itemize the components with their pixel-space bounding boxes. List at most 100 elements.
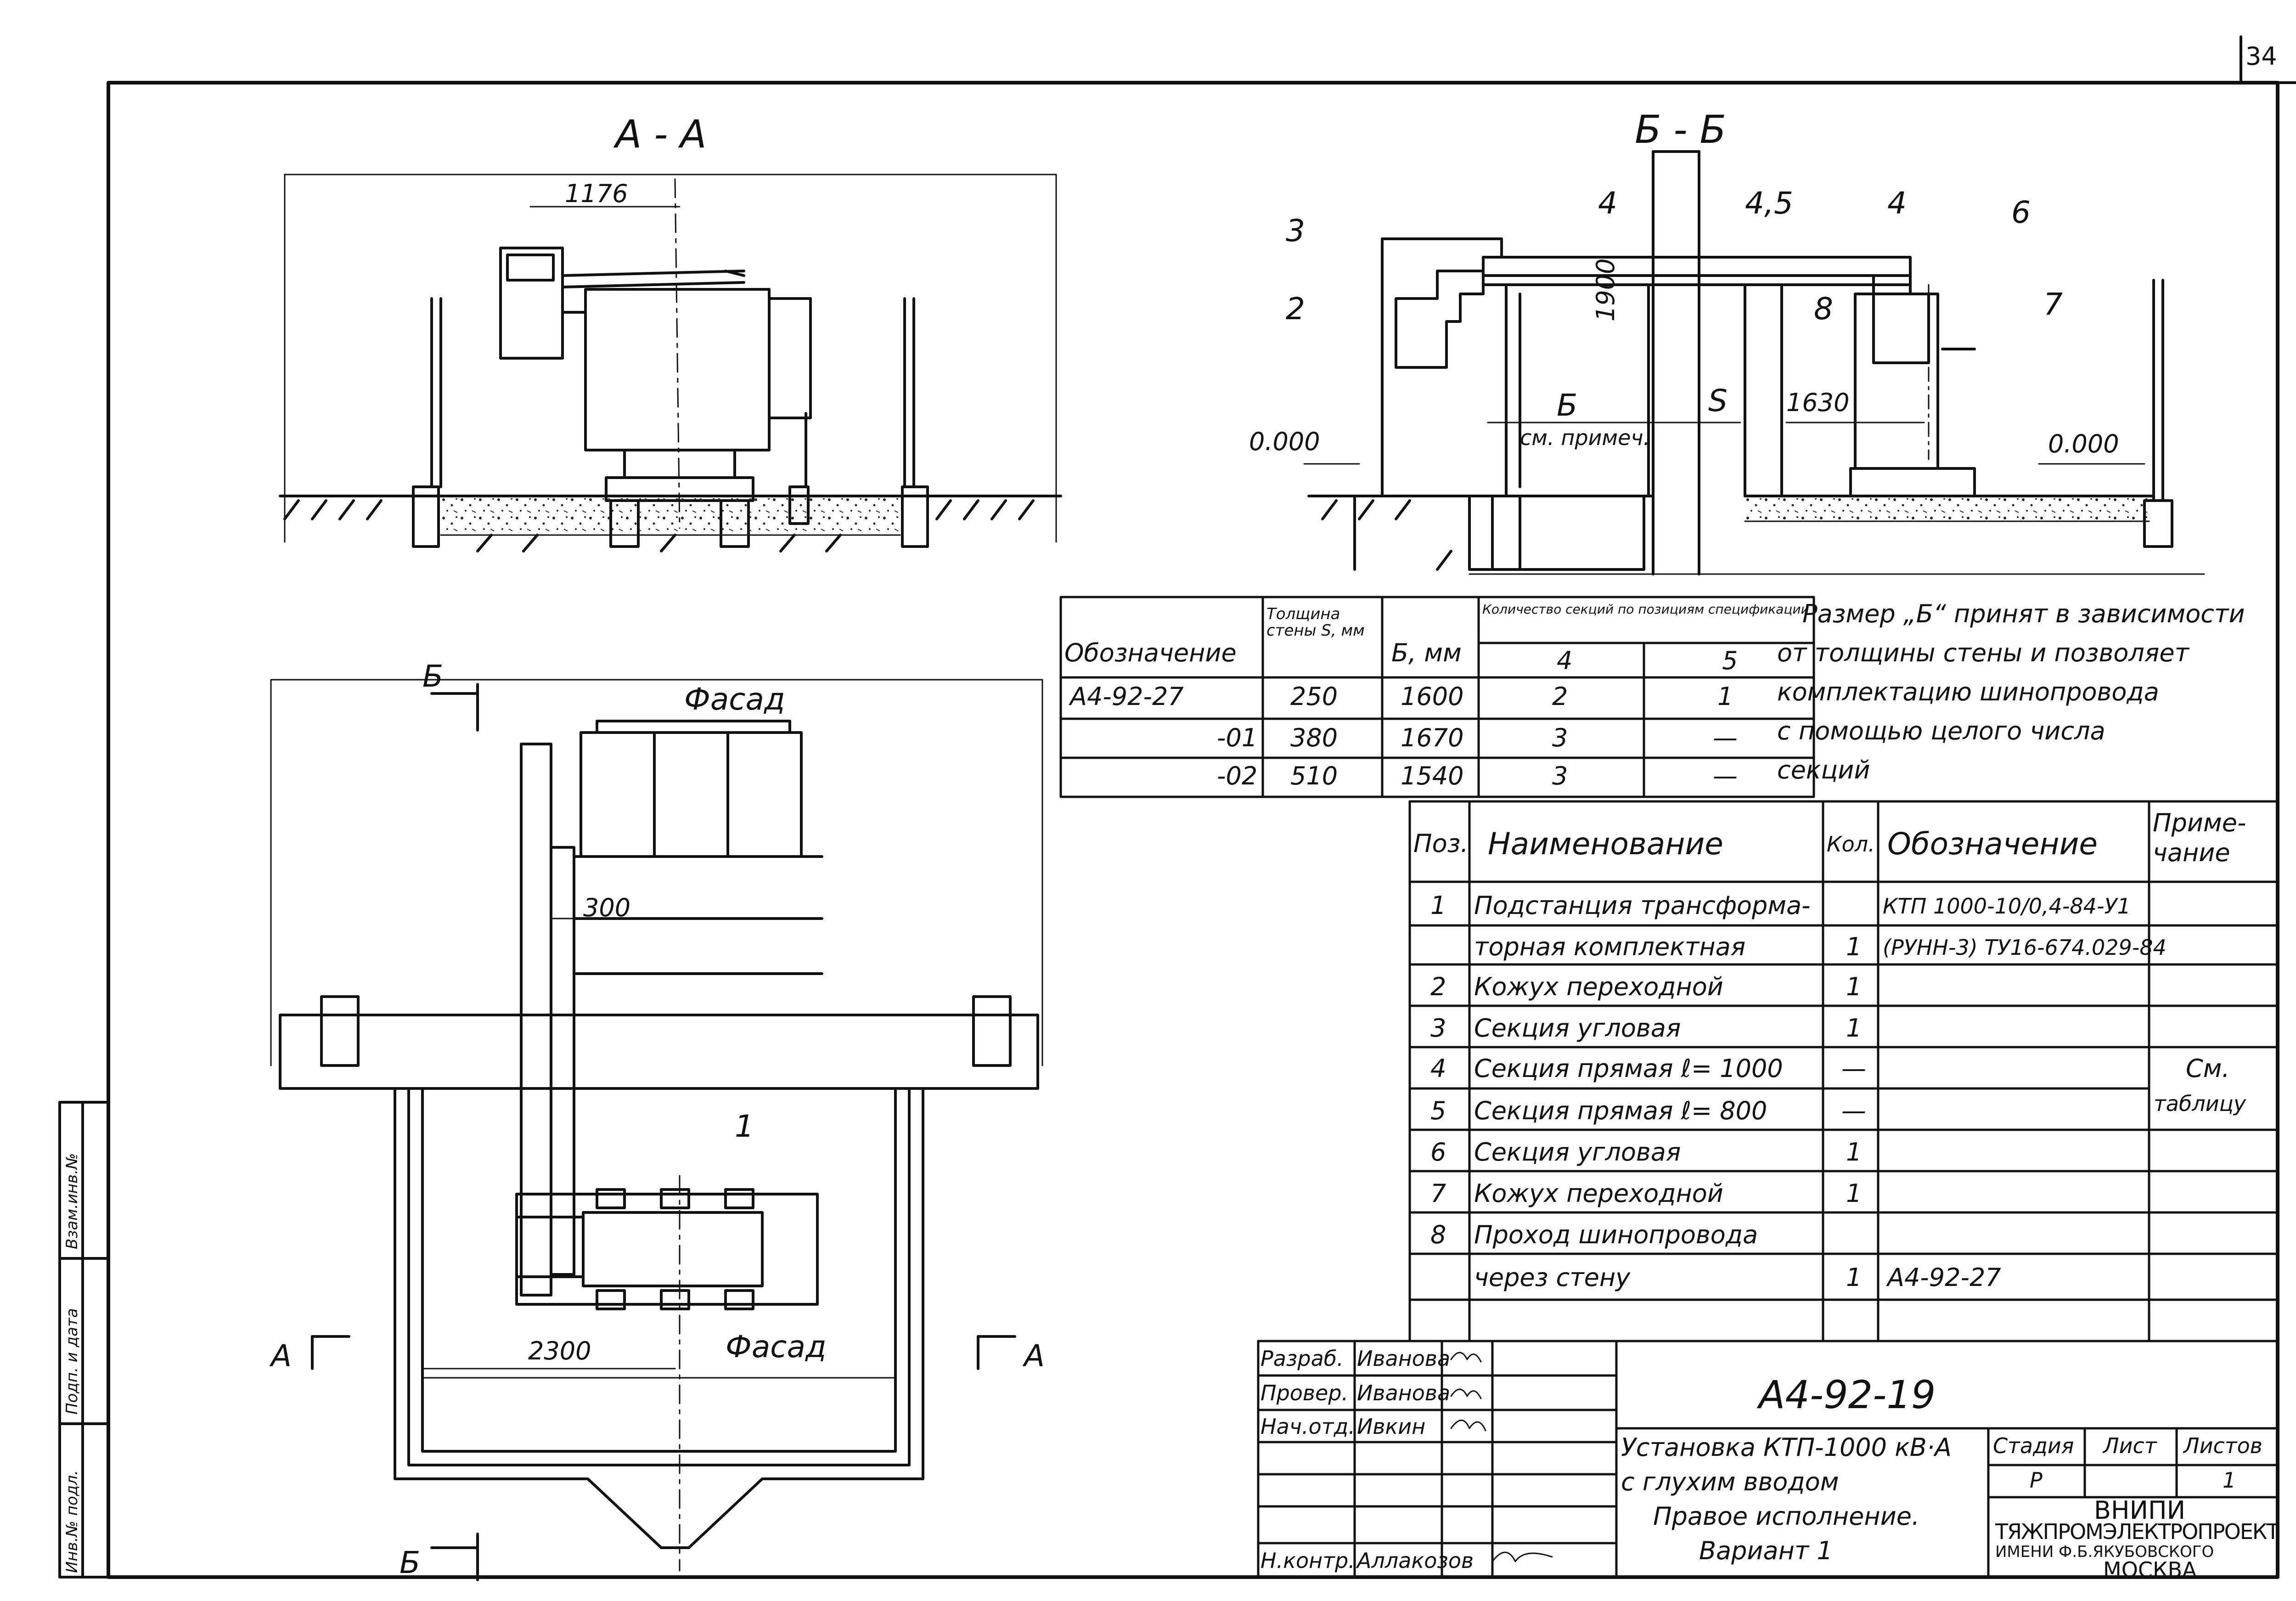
tb-name: Иванова: [1357, 1346, 1451, 1371]
facade-label-top: Фасад: [684, 682, 785, 717]
title-block-grid: [1257, 1340, 2279, 1578]
org-line: ВНИПИ: [2094, 1496, 2186, 1525]
doc-title-line: Вариант 1: [1699, 1536, 1833, 1565]
wall-table-h-b: Б, мм: [1391, 638, 1462, 667]
spec-row-qty: 1: [1846, 1138, 1862, 1167]
spec-h-pos: Поз.: [1413, 829, 1469, 858]
plan-view: [270, 679, 1043, 1581]
side-stamp-label: Взам.инв.№: [63, 1153, 81, 1249]
spec-row-name: Секция прямая ℓ= 800: [1474, 1096, 1767, 1125]
org-line: МОСКВА: [2103, 1557, 2197, 1582]
spec-row-name: Секция угловая: [1474, 1014, 1681, 1043]
doc-title-line: Установка КТП-1000 кВ·А: [1621, 1433, 1952, 1462]
tb-name: Иванова: [1357, 1381, 1451, 1405]
spec-row-note: См.: [2186, 1054, 2230, 1083]
spec-row-note: таблицу: [2154, 1091, 2246, 1116]
wall-row-designation: А4-92-27: [1070, 682, 1184, 711]
dim-b: Б: [1557, 388, 1578, 423]
spec-row-pos: 4: [1430, 1054, 1446, 1083]
tb-name: Аллакозов: [1357, 1548, 1474, 1573]
spec-row-name: через стену: [1474, 1263, 1631, 1292]
callout-45: 4,5: [1745, 186, 1793, 221]
spec-row-pos: 2: [1430, 972, 1446, 1001]
wall-row-q4: 3: [1552, 761, 1568, 790]
note-line: секций: [1777, 755, 1870, 784]
spec-row-pos: 1: [1430, 891, 1446, 920]
spec-row-name: торная комплектная: [1474, 932, 1746, 961]
spec-row-name: Кожух переходной: [1474, 1179, 1723, 1208]
doc-title-line: Правое исполнение.: [1653, 1502, 1920, 1531]
dim-300: 300: [583, 893, 631, 922]
tb-sheets-label: Листов: [2183, 1433, 2262, 1458]
wall-row-q4: 3: [1552, 723, 1568, 752]
tb-sheets: 1: [2223, 1468, 2236, 1493]
callout-6: 6: [2011, 195, 2031, 230]
wall-row-q5: 1: [1717, 682, 1733, 711]
callout-8: 8: [1814, 291, 1833, 327]
dim-1630: 1630: [1786, 388, 1850, 417]
tb-stage-label: Стадия: [1993, 1433, 2074, 1458]
spec-table-grid: [1408, 800, 2279, 1342]
section-marker-b-bottom: Б: [400, 1545, 421, 1580]
tb-name: Ивкин: [1357, 1414, 1426, 1439]
spec-h-note: Приме-чание: [2153, 808, 2246, 867]
section-bb-view: [1303, 150, 2205, 575]
note-line: с помощью целого числа: [1777, 716, 2105, 745]
spec-row-designation: А4-92-27: [1887, 1263, 2001, 1292]
wall-row-s: 510: [1290, 761, 1338, 790]
spec-row-qty: —: [1841, 1054, 1866, 1083]
spec-row-name: Кожух переходной: [1474, 972, 1723, 1001]
wall-row-b: 1600: [1401, 682, 1464, 711]
callout-2: 2: [1286, 291, 1305, 327]
wall-row-q4: 2: [1552, 682, 1568, 711]
spec-row-name: Секция прямая ℓ= 1000: [1474, 1054, 1783, 1083]
section-aa-title: А - А: [615, 112, 707, 157]
section-marker-b-top: Б: [422, 659, 444, 694]
callout-3: 3: [1286, 213, 1305, 248]
spec-row-qty: 1: [1846, 972, 1862, 1001]
wall-row-q5: —: [1713, 723, 1738, 752]
wall-table-h-qty: Количество секций по позициям спецификац…: [1482, 602, 1809, 617]
wall-row-q5: —: [1713, 761, 1738, 790]
dim-b-note: см. примеч.: [1520, 425, 1650, 450]
tb-role: Нач.отд.: [1261, 1414, 1355, 1439]
dim-1900: 1900: [1591, 258, 1620, 321]
wall-table-grid: [1059, 596, 1815, 798]
spec-h-qty: Кол.: [1827, 832, 1875, 857]
callout-pos1: 1: [735, 1109, 754, 1144]
doc-title-line: с глухим вводом: [1621, 1467, 1839, 1496]
dim-s: S: [1708, 383, 1728, 418]
spec-h-designation: Обозначение: [1887, 826, 2098, 862]
wall-row-designation: -02: [1217, 761, 1258, 790]
side-stamp-label: Подп. и дата: [63, 1308, 81, 1415]
spec-row-designation: (РУНН-3) ТУ16-674.029-84: [1883, 935, 2167, 960]
tb-role: Н.контр.: [1261, 1548, 1355, 1573]
section-marker-a-left: А: [271, 1338, 292, 1374]
level-mark-right: 0.000: [2048, 429, 2119, 458]
note-line: Размер „Б“ принят в зависимости: [1802, 599, 2245, 628]
wall-table-h-pos4: 4: [1557, 646, 1573, 675]
tb-sheet-label: Лист: [2103, 1433, 2157, 1458]
wall-table-h-designation: Обозначение: [1064, 638, 1237, 667]
level-mark-left: 0.000: [1249, 427, 1320, 456]
spec-row-pos: 3: [1430, 1014, 1446, 1043]
wall-row-b: 1540: [1401, 761, 1464, 790]
wall-table-h-thickness: Толщина стены S, мм: [1266, 605, 1365, 640]
tb-role: Провер.: [1261, 1381, 1349, 1405]
section-aa-view: [279, 174, 1062, 552]
spec-row-name: Проход шинопровода: [1474, 1220, 1758, 1249]
org-line: ТЯЖПРОМЭЛЕКТРОПРОЕКТ: [1995, 1519, 2279, 1544]
section-bb-title: Б - Б: [1635, 107, 1726, 152]
callout-4b: 4: [1887, 186, 1907, 221]
side-stamp-label: Инв.№ подл.: [63, 1470, 81, 1573]
spec-row-designation: КТП 1000-10/0,4-84-У1: [1883, 894, 2131, 919]
wall-table-h-pos5: 5: [1722, 646, 1738, 675]
note-line: комплектацию шинопровода: [1777, 677, 2159, 706]
spec-row-pos: 6: [1430, 1138, 1446, 1167]
wall-row-s: 250: [1290, 682, 1338, 711]
tb-role: Разраб.: [1261, 1346, 1344, 1371]
section-marker-a-right: А: [1024, 1338, 1045, 1374]
org-line: ИМЕНИ Ф.Б.ЯКУБОВСКОГО: [1995, 1543, 2214, 1561]
dim-2300: 2300: [528, 1336, 591, 1365]
